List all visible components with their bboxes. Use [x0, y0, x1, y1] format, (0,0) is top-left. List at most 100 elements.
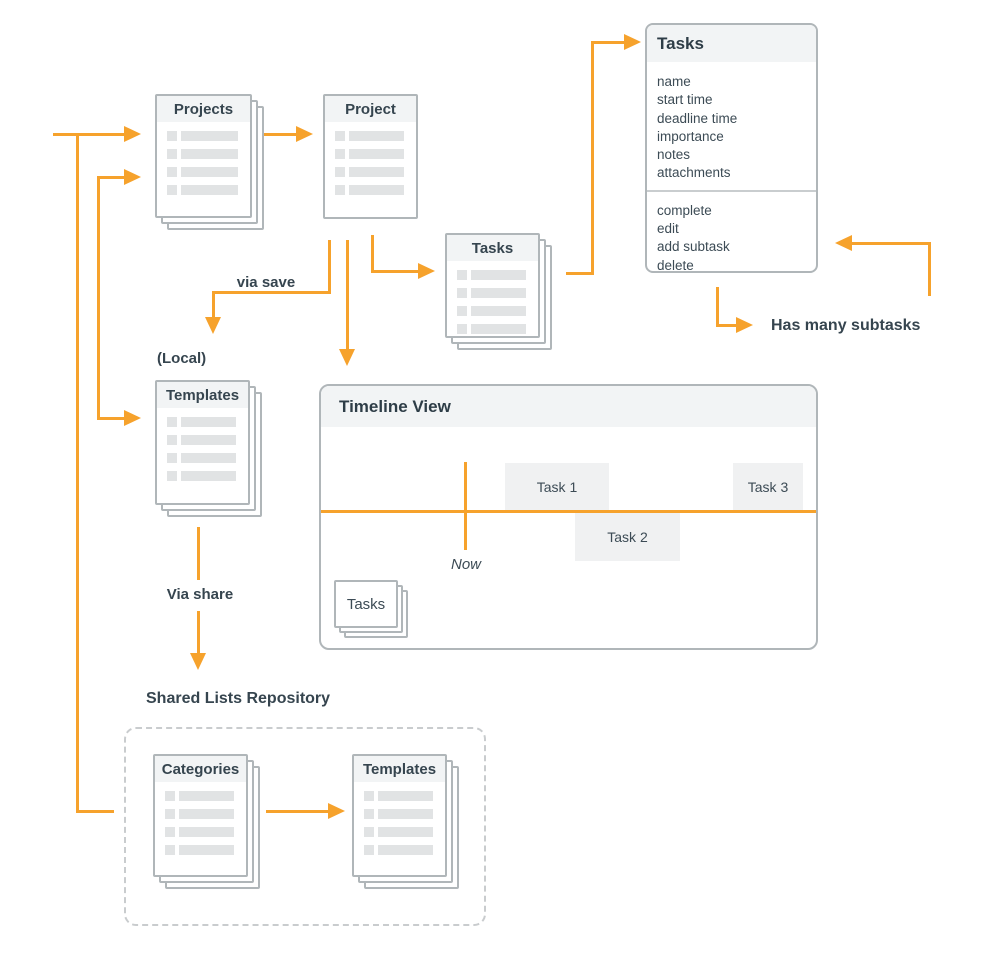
- list-row-placeholder: [457, 324, 526, 334]
- row-text-placeholder: [181, 453, 236, 463]
- row-checkbox-placeholder: [457, 288, 467, 298]
- arrowhead-into-shared-templates: [328, 803, 345, 819]
- arrowhead-into-tasks-entity: [624, 34, 641, 50]
- row-text-placeholder: [181, 149, 238, 159]
- tasks-list-card-title: Tasks: [447, 235, 538, 261]
- arrowhead-into-templates-local: [124, 410, 141, 426]
- row-text-placeholder: [179, 845, 234, 855]
- list-row-placeholder: [457, 288, 526, 298]
- row-checkbox-placeholder: [165, 827, 175, 837]
- arrowhead-down-to-shared-repo: [190, 653, 206, 670]
- categories-card: Categories: [153, 754, 248, 877]
- tasks-entity-action: complete: [657, 202, 712, 218]
- row-text-placeholder: [349, 167, 404, 177]
- row-checkbox-placeholder: [167, 131, 177, 141]
- list-row-placeholder: [364, 845, 433, 855]
- list-row-placeholder: [165, 791, 234, 801]
- row-text-placeholder: [179, 827, 234, 837]
- templates-shared-card-stack: Templates: [352, 754, 459, 889]
- tasks-entity-field: name: [657, 74, 691, 89]
- connector-segment: [716, 324, 736, 327]
- arrowhead-into-tasks-stack: [418, 263, 435, 279]
- projects-card: Projects: [155, 94, 252, 218]
- connector-segment: [566, 272, 594, 275]
- now-label: Now: [450, 556, 481, 573]
- list-row-placeholder: [335, 131, 404, 141]
- connector-segment: [240, 133, 296, 136]
- list-row-placeholder: [364, 827, 433, 837]
- connector-segment: [328, 240, 331, 294]
- connector-segment: [76, 133, 79, 813]
- row-checkbox-placeholder: [167, 435, 177, 445]
- row-checkbox-placeholder: [364, 827, 374, 837]
- connector-segment: [346, 240, 349, 351]
- row-checkbox-placeholder: [364, 845, 374, 855]
- arrowhead-into-project: [296, 126, 313, 142]
- list-row-placeholder: [165, 845, 234, 855]
- row-text-placeholder: [181, 131, 238, 141]
- projects-card-stack: Projects: [155, 94, 264, 230]
- list-row-placeholder: [364, 809, 433, 819]
- row-checkbox-placeholder: [165, 809, 175, 819]
- templates-shared-card-rows: [354, 782, 445, 875]
- row-text-placeholder: [471, 306, 526, 316]
- tasks-list-card: Tasks: [445, 233, 540, 338]
- row-text-placeholder: [378, 845, 433, 855]
- list-row-placeholder: [167, 167, 238, 177]
- connector-segment: [371, 270, 418, 273]
- row-checkbox-placeholder: [165, 791, 175, 801]
- row-checkbox-placeholder: [457, 306, 467, 316]
- list-row-placeholder: [167, 435, 236, 445]
- row-text-placeholder: [349, 131, 404, 141]
- project-card-title: Project: [325, 96, 416, 122]
- tasks-entity-field: importance: [657, 128, 724, 144]
- arrowhead-to-subtasks-label: [736, 317, 753, 333]
- row-checkbox-placeholder: [165, 845, 175, 855]
- categories-card-rows: [155, 782, 246, 875]
- row-checkbox-placeholder: [167, 167, 177, 177]
- templates-shared-card: Templates: [352, 754, 447, 877]
- list-row-placeholder: [167, 149, 238, 159]
- row-checkbox-placeholder: [457, 270, 467, 280]
- connector-segment: [266, 810, 328, 813]
- row-checkbox-placeholder: [167, 471, 177, 481]
- arrowhead-back-into-tasks-entity: [835, 235, 852, 251]
- list-row-placeholder: [457, 270, 526, 280]
- row-checkbox-placeholder: [335, 149, 345, 159]
- projects-card-title: Projects: [157, 96, 250, 122]
- connector-segment: [591, 41, 624, 44]
- list-row-placeholder: [165, 809, 234, 819]
- row-text-placeholder: [179, 791, 234, 801]
- tasks-entity-field: notes: [657, 147, 691, 163]
- tasks-list-card-stack: Tasks: [445, 233, 552, 350]
- list-row-placeholder: [167, 131, 238, 141]
- list-row-placeholder: [335, 185, 404, 195]
- has-many-subtasks-label: Has many subtasks: [771, 317, 921, 334]
- timeline-task-3-block: Task 3: [733, 463, 803, 510]
- timeline-tasks-mini-stack: Tasks: [334, 580, 408, 638]
- connector-segment: [716, 287, 719, 327]
- tasks-entity-field: start time: [657, 92, 713, 108]
- shared-repo-boundary: [124, 727, 486, 926]
- row-text-placeholder: [378, 809, 433, 819]
- arrowhead-into-projects-2: [124, 169, 141, 185]
- row-text-placeholder: [349, 149, 404, 159]
- tasks-list-card-rows: [447, 261, 538, 336]
- list-row-placeholder: [335, 149, 404, 159]
- local-caption: (Local): [157, 350, 207, 367]
- row-text-placeholder: [471, 288, 526, 298]
- via-save-label: via save: [236, 274, 296, 291]
- row-checkbox-placeholder: [364, 809, 374, 819]
- row-checkbox-placeholder: [364, 791, 374, 801]
- connector-segment: [371, 235, 374, 273]
- row-checkbox-placeholder: [167, 417, 177, 427]
- list-row-placeholder: [167, 453, 236, 463]
- row-text-placeholder: [349, 185, 404, 195]
- list-row-placeholder: [167, 185, 238, 195]
- row-text-placeholder: [179, 809, 234, 819]
- row-checkbox-placeholder: [457, 324, 467, 334]
- shared-repo-title: Shared Lists Repository: [146, 690, 331, 707]
- row-checkbox-placeholder: [167, 453, 177, 463]
- connector-segment: [928, 242, 931, 296]
